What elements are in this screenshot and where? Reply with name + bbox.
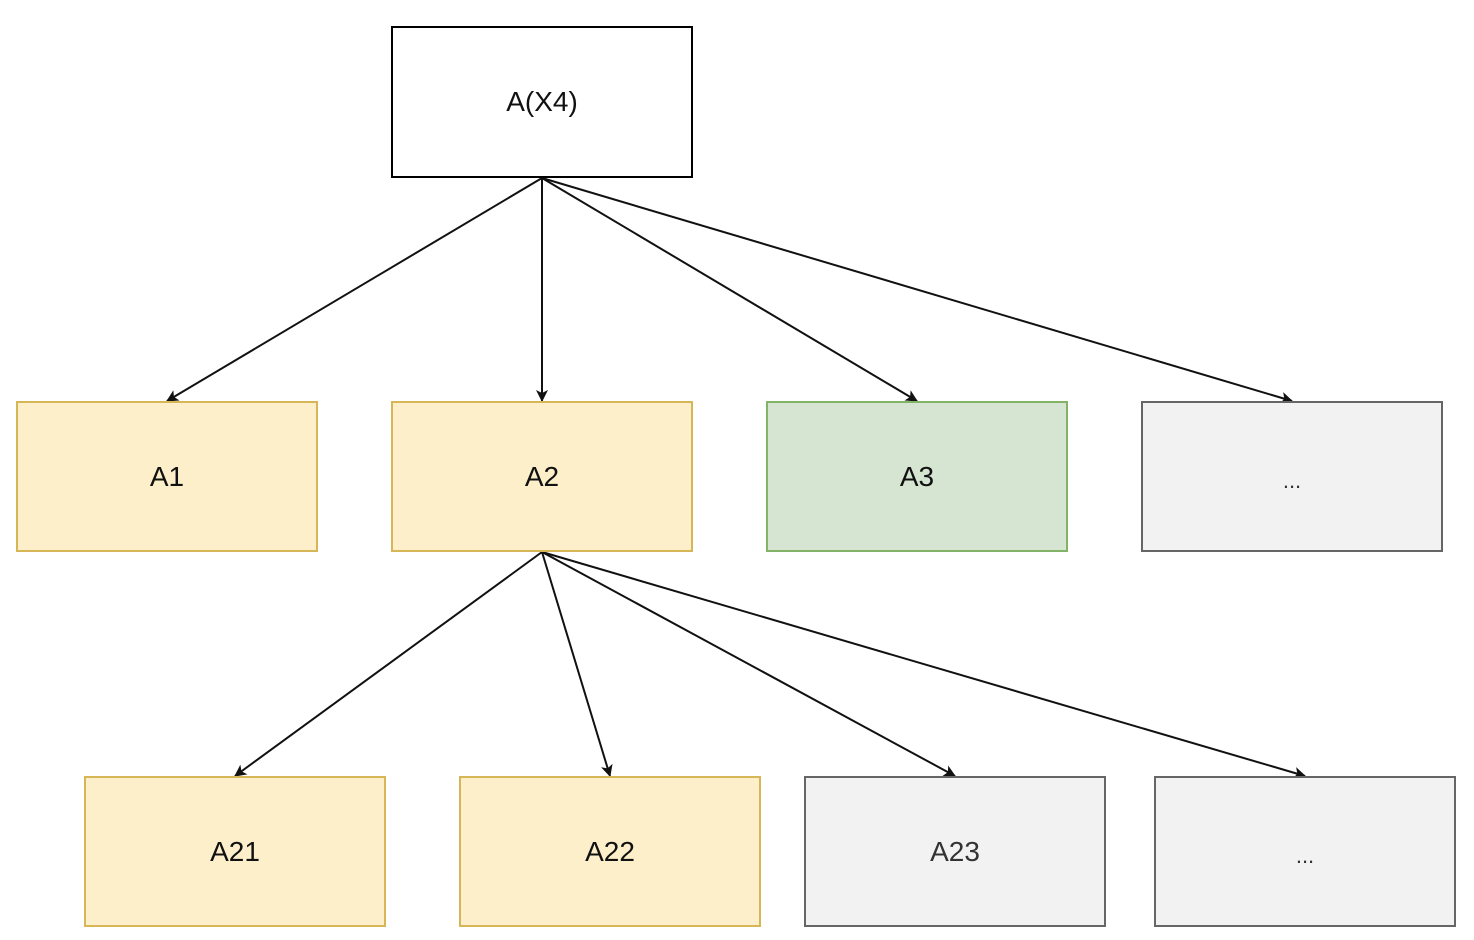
node-level2-more-label: ... (1295, 842, 1315, 868)
node-level2-more[interactable]: ... (1154, 776, 1456, 927)
edge-a2-to-a22 (541, 551, 613, 777)
root-node[interactable]: A(X4) (391, 26, 693, 178)
node-a21-label: A21 (210, 835, 260, 867)
node-level1-more[interactable]: ... (1141, 401, 1443, 552)
node-a3-label: A3 (899, 460, 935, 492)
node-a1-label: A1 (149, 460, 185, 492)
edge-a2-to-a21 (234, 551, 543, 777)
node-a21[interactable]: A21 (84, 776, 386, 927)
edge-root-to-a1 (166, 177, 543, 402)
node-a23-label: A23 (930, 835, 980, 867)
node-a2-label: A2 (524, 460, 560, 492)
node-a22-label: A22 (585, 835, 635, 867)
node-a3[interactable]: A3 (766, 401, 1068, 552)
edge-root-to-a3 (541, 177, 918, 402)
edge-a2-to-l2_more (541, 551, 1306, 779)
node-level1-more-label: ... (1282, 467, 1302, 493)
edge-a2-to-a23 (541, 551, 956, 777)
root-node-label: A(X4) (506, 86, 578, 117)
node-a2[interactable]: A2 (391, 401, 693, 552)
node-a1[interactable]: A1 (16, 401, 318, 552)
node-a22[interactable]: A22 (459, 776, 761, 927)
edge-root-to-l1_more (541, 177, 1293, 404)
node-a23[interactable]: A23 (804, 776, 1106, 927)
